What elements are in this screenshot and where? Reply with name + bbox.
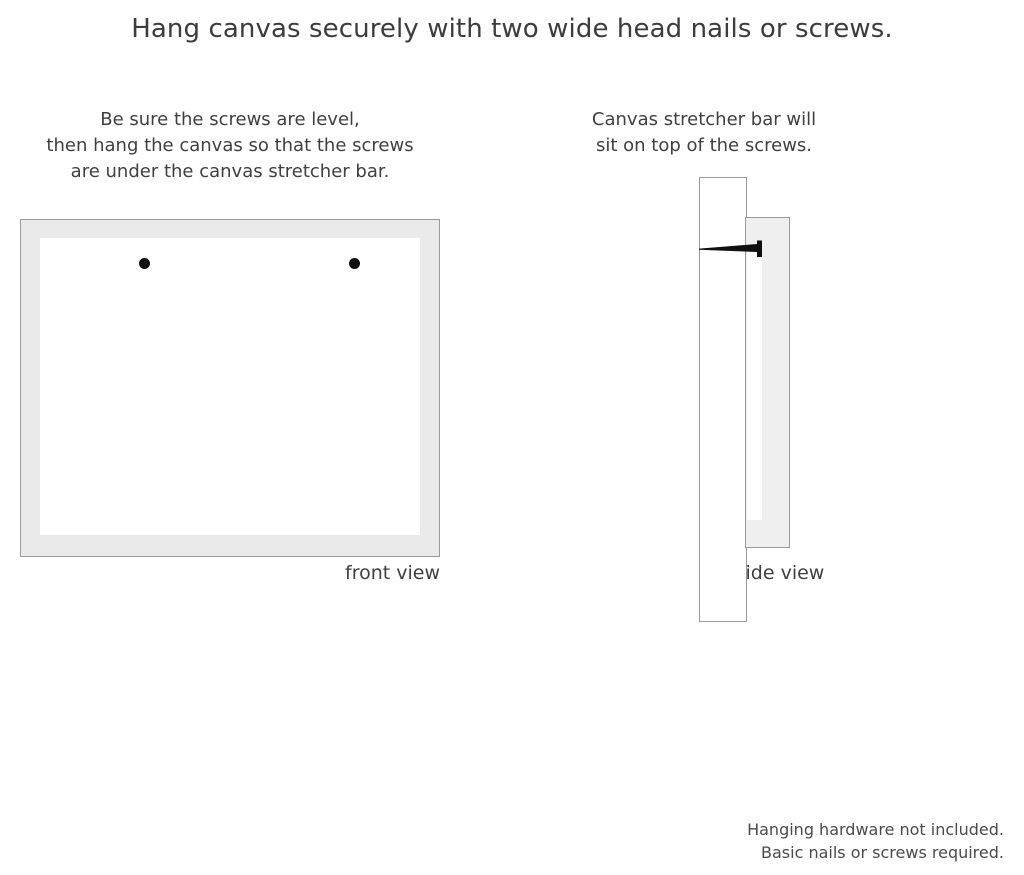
screw-head-right-icon (349, 258, 360, 269)
side-view-caption-line-2: sit on top of the screws. (595, 135, 813, 156)
page-title: Hang canvas securely with two wide head … (131, 14, 893, 44)
front-view-label: front view (345, 562, 440, 584)
canvas-face-front (40, 238, 420, 535)
footer-line-2: Basic nails or screws required. (761, 843, 1004, 862)
front-view-caption-line-3: are under the canvas stretcher bar. (70, 161, 390, 182)
screw-head-left-icon (139, 258, 150, 269)
front-view-caption-line-1: Be sure the screws are level, (100, 109, 360, 130)
front-view-caption-line-2: then hang the canvas so that the screws (46, 135, 414, 156)
front-view-diagram (20, 219, 440, 557)
front-view-caption: Be sure the screws are level, then hang … (20, 107, 440, 185)
footer-note: Hanging hardware not included. Basic nai… (604, 818, 1004, 864)
footer-line-1: Hanging hardware not included. (747, 820, 1004, 839)
side-view-caption-line-1: Canvas stretcher bar will (591, 109, 817, 130)
screw-side-icon (699, 240, 772, 258)
side-view-diagram (690, 170, 870, 630)
side-view-caption: Canvas stretcher bar will sit on top of … (585, 107, 823, 159)
stretcher-bar-inner (747, 250, 762, 520)
side-view-label: side view (735, 562, 825, 584)
